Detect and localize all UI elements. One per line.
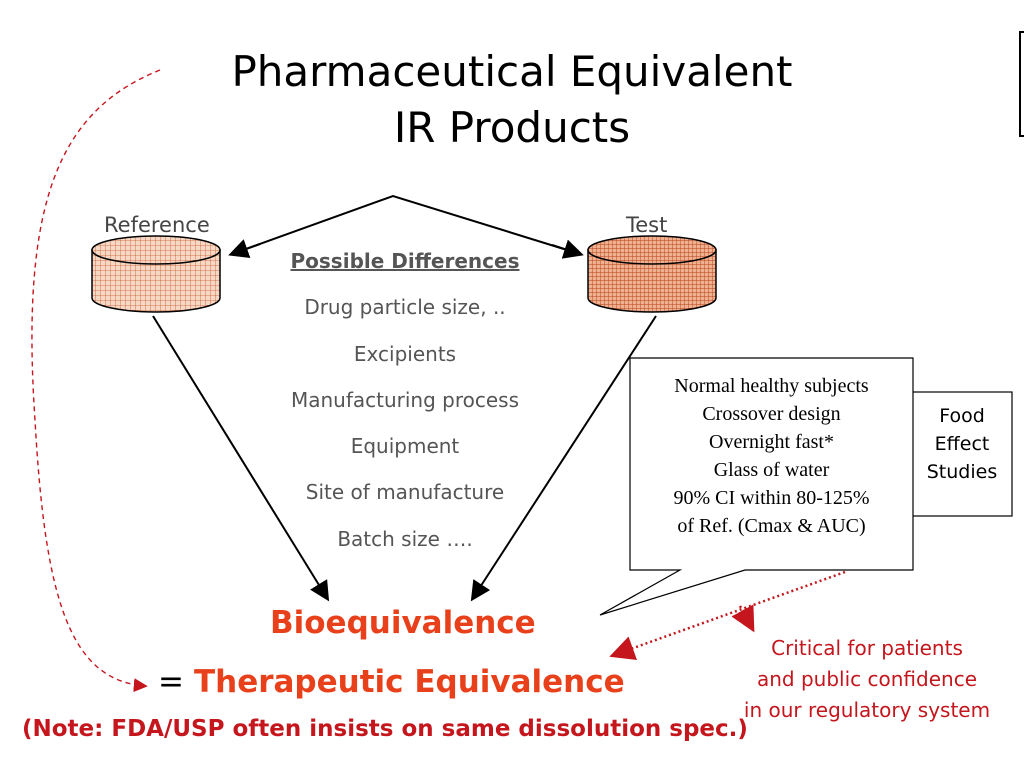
dissolution-note: (Note: FDA/USP often insists on same dis…	[22, 716, 748, 742]
test-label: Test	[626, 213, 668, 237]
critical-line: Critical for patients	[771, 636, 963, 660]
critical-note: Critical for patients and public confide…	[722, 633, 1012, 726]
differences-header: Possible Differences	[290, 249, 520, 273]
title-line-2: IR Products	[393, 103, 631, 152]
food-effect-line: Effect	[934, 433, 990, 455]
callout-line: 90% CI within 80-125%	[673, 487, 870, 509]
therapeutic-equivalence-label: =Therapeutic Equivalence	[158, 664, 625, 700]
difference-item: Batch size ….	[337, 526, 473, 551]
critical-dotted-arrow-2	[731, 604, 755, 633]
reference-to-bioequivalence-arrow	[152, 315, 330, 602]
critical-dotted-arrow-1	[609, 570, 846, 661]
study-callout-text: Normal healthy subjects Crossover design…	[630, 372, 913, 540]
page-title: Pharmaceutical Equivalent IR Products	[0, 44, 1024, 156]
callout-line: Overnight fast*	[709, 431, 834, 453]
reference-label: Reference	[104, 213, 210, 237]
therapeutic-equivalence-text: Therapeutic Equivalence	[193, 664, 625, 700]
study-callout-bubble	[599, 357, 914, 616]
callout-line: Glass of water	[713, 459, 830, 481]
test-cylinder-icon	[587, 235, 717, 313]
test-to-bioequivalence-arrow	[470, 315, 657, 602]
food-effect-line: Food	[939, 405, 985, 427]
difference-item: Manufacturing process	[290, 387, 520, 412]
bioequivalence-label: Bioequivalence	[270, 605, 536, 641]
reference-cylinder-icon	[91, 235, 221, 313]
callout-line: Normal healthy subjects	[674, 375, 869, 397]
critical-line: and public confidence	[757, 667, 977, 691]
difference-item: Equipment	[350, 434, 460, 459]
title-line-1: Pharmaceutical Equivalent	[231, 47, 793, 96]
callout-line: of Ref. (Cmax & AUC)	[677, 515, 866, 537]
difference-item: Excipients	[353, 341, 457, 366]
edge-frame	[1019, 31, 1024, 137]
difference-item: Site of manufacture	[305, 480, 505, 505]
difference-item: Drug particle size, ..	[304, 295, 506, 320]
branch-arrows	[228, 194, 584, 259]
critical-line: in our regulatory system	[743, 698, 991, 722]
callout-line: Crossover design	[702, 403, 841, 425]
equals-sign: =	[158, 664, 184, 700]
food-effect-text: Food Effect Studies	[912, 402, 1012, 486]
left-dashed-curve-arrow	[31, 69, 161, 693]
food-effect-line: Studies	[926, 461, 998, 483]
food-effect-box	[911, 391, 1013, 517]
possible-differences-list: Possible Differences Drug particle size,…	[255, 246, 555, 570]
